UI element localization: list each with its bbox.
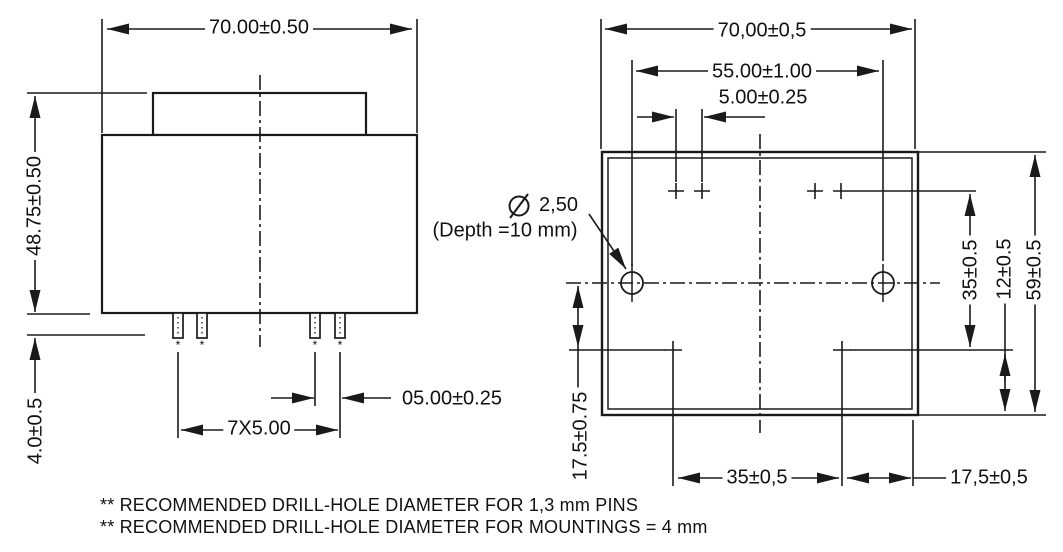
front-view-outline <box>100 91 419 315</box>
hole-depth-note: (Depth =10 mm) <box>428 220 582 242</box>
hole-diameter-callout: 2,50 <box>502 190 580 220</box>
dim-top-pin-to-edge: 17,5±0,5 <box>946 467 1032 489</box>
dim-front-pin-length: 4.0±0.5 <box>25 393 47 469</box>
dim-top-lower-pin-span: 35±0,5 <box>722 467 792 489</box>
pin-footnote-mark: * <box>199 338 205 352</box>
dim-top-pin-row-to-edge: 12±0.5 <box>994 234 1016 304</box>
pin-footnote-mark: * <box>312 338 318 352</box>
dim-front-pin-row-span: 7X5.00 <box>223 418 295 440</box>
top-view-pin-marks <box>664 183 851 359</box>
top-view-hole-ticks <box>631 264 884 302</box>
pin-footnote-mark: * <box>337 338 343 352</box>
dim-front-height: 48.75±0.50 <box>24 152 46 260</box>
dim-top-width: 70,00±0,5 <box>713 20 811 42</box>
footnote-pins-drill: ** RECOMMENDED DRILL-HOLE DIAMETER FOR 1… <box>100 495 639 515</box>
top-view-centerlines <box>566 134 940 433</box>
dim-top-pin-rows-distance: 35±0.5 <box>960 235 982 305</box>
dim-top-body-depth: 59±0.5 <box>1024 235 1046 305</box>
front-view-pins <box>172 312 346 339</box>
footnote-mountings-drill: ** RECOMMENDED DRILL-HOLE DIAMETER FOR M… <box>100 517 708 537</box>
dim-top-hole-distance: 55.00±1.00 <box>708 61 816 83</box>
dim-top-hole-to-pin-row: 17.5±0.75 <box>570 387 592 485</box>
diameter-icon <box>508 193 530 219</box>
dim-top-pin-pitch: 5.00±0.25 <box>714 87 812 109</box>
dim-front-width: 70.00±0.50 <box>205 17 313 39</box>
pin-footnote-mark: * <box>175 338 181 352</box>
dim-front-pin-pitch: 05.00±0.25 <box>398 388 506 410</box>
hole-diameter-value: 2,50 <box>539 193 578 216</box>
